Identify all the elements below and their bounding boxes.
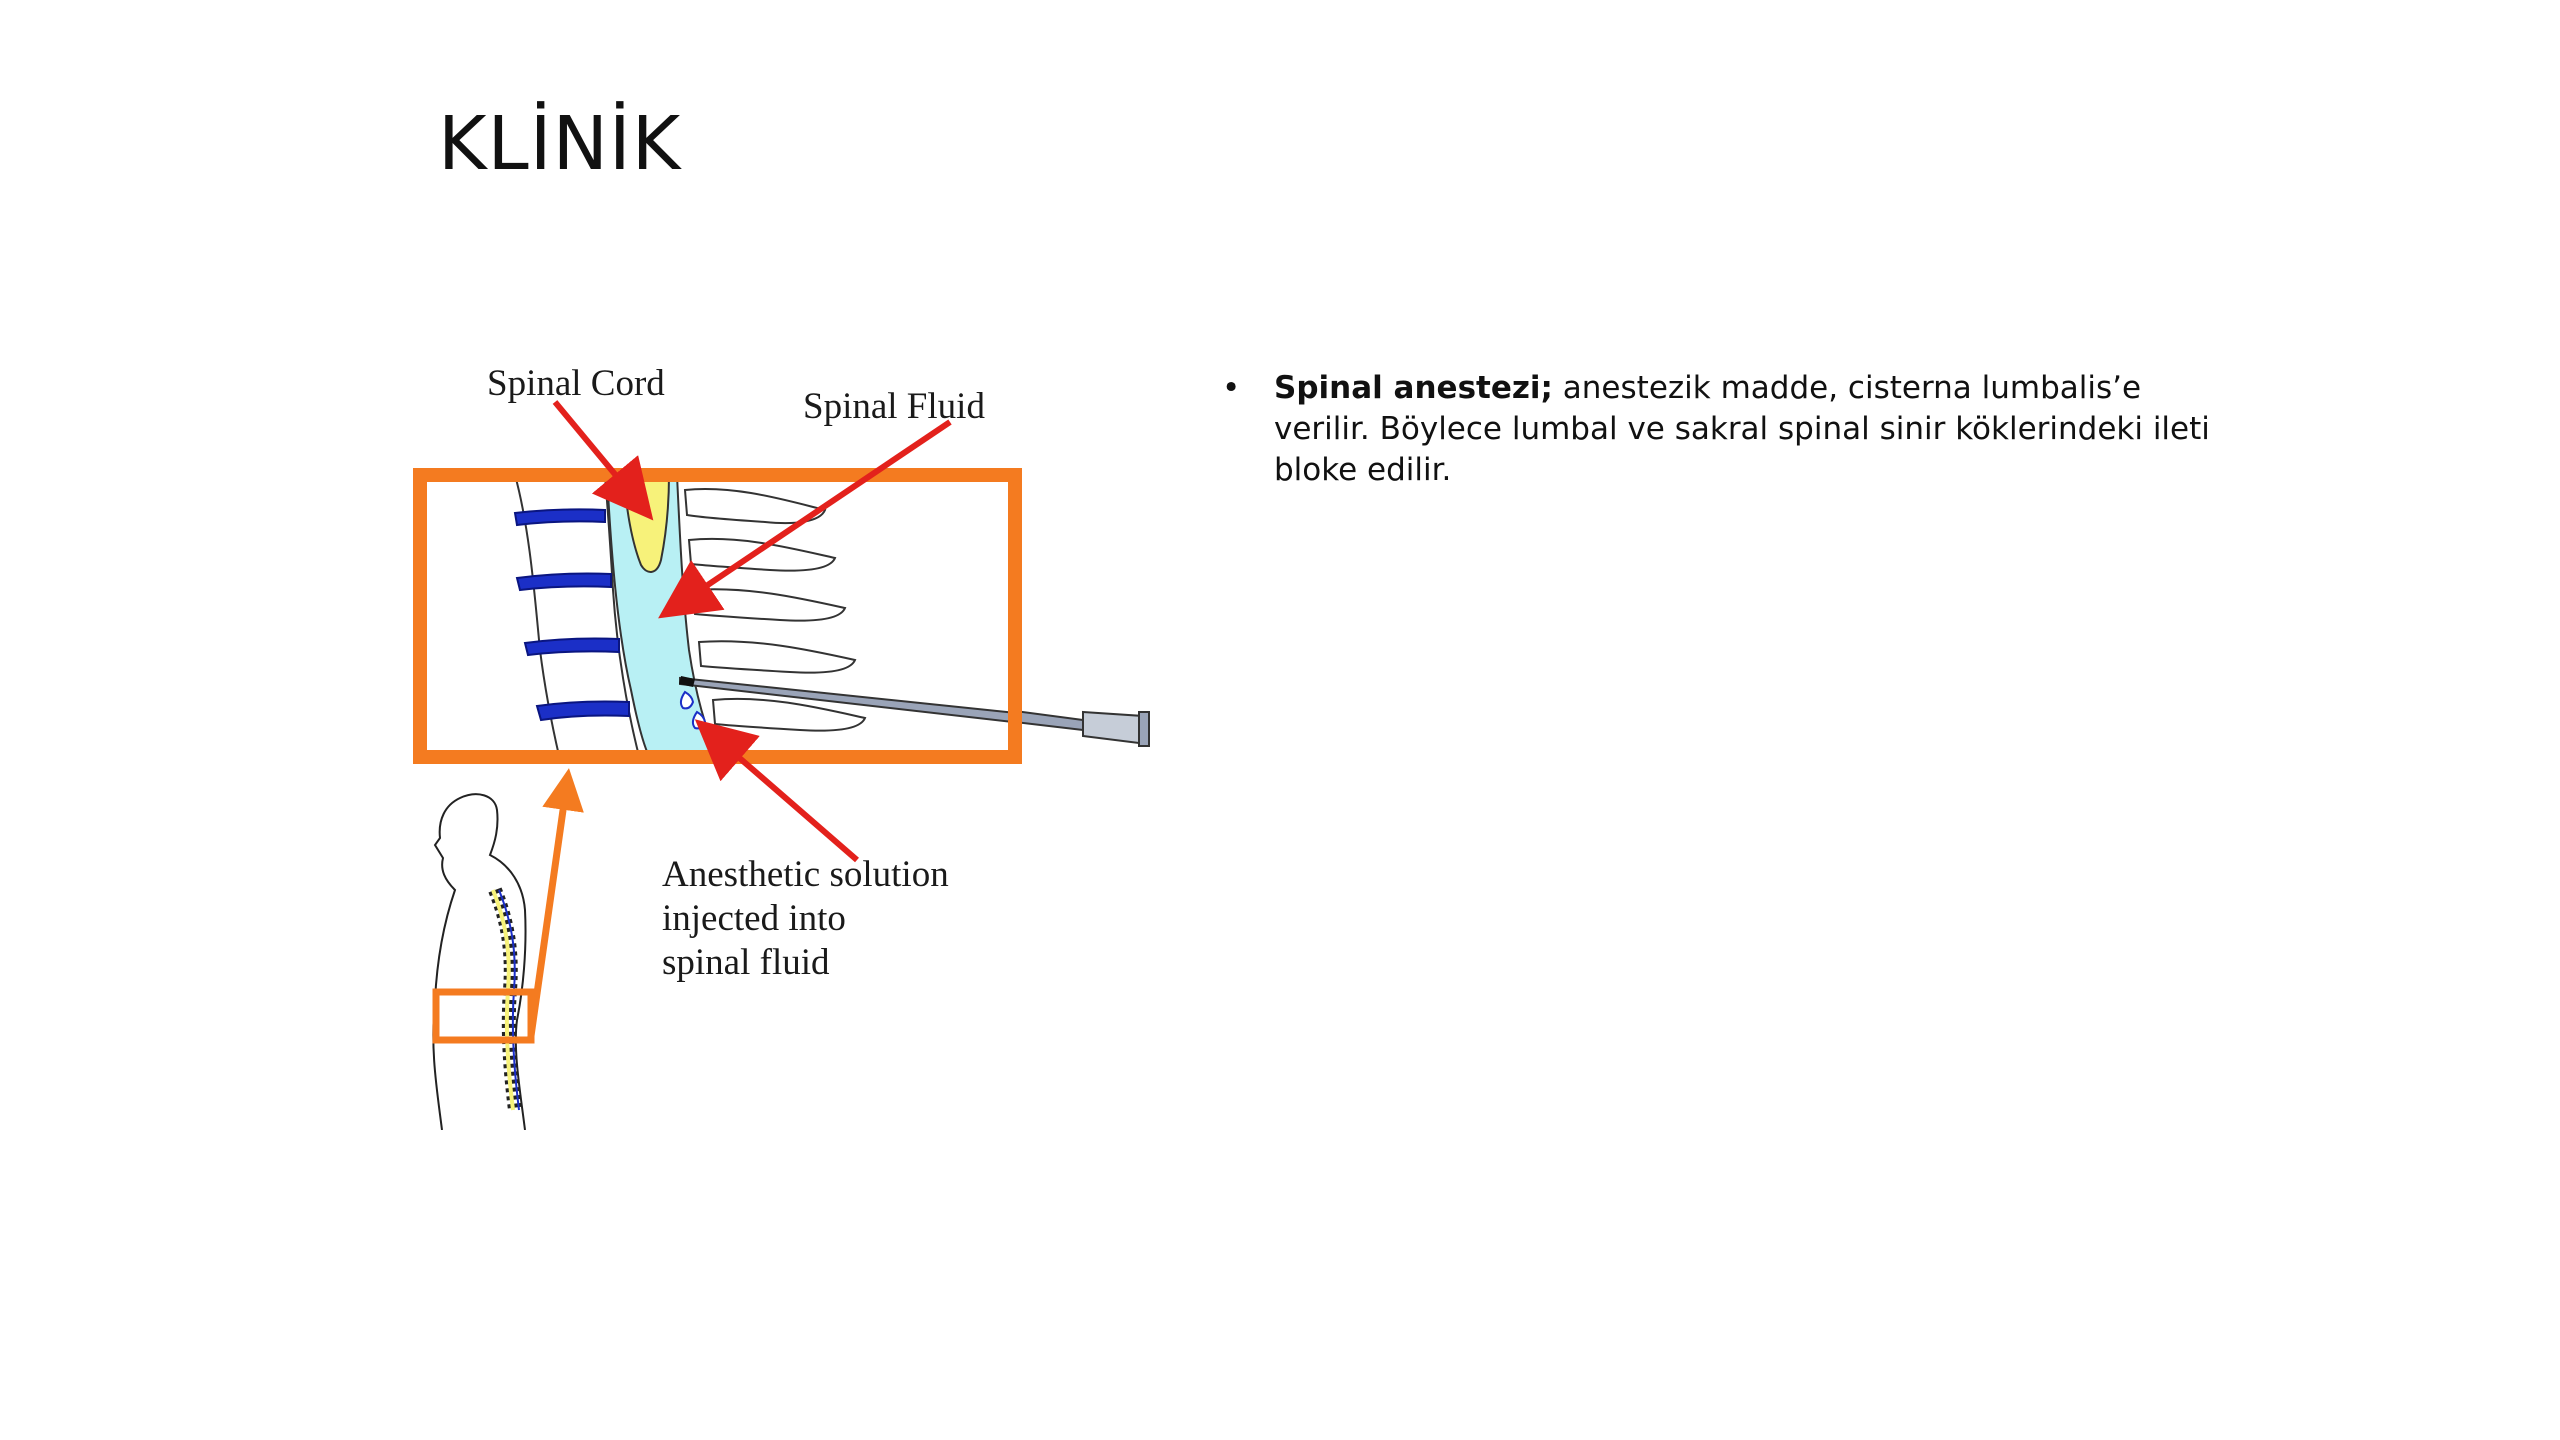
bullet-text: Spinal anestezi; anestezik madde, cister… <box>1274 368 2222 491</box>
needle <box>679 676 1015 724</box>
slide-title: KLİNİK <box>438 101 682 187</box>
intervertebral-disc <box>513 508 606 527</box>
label-anesthetic-line2: injected into <box>662 898 846 939</box>
intervertebral-disc <box>515 572 612 592</box>
intervertebral-disc <box>523 637 620 657</box>
small-frame <box>432 988 535 1044</box>
arrow-spinal-cord <box>552 400 654 521</box>
arrow-anesthetic <box>694 719 859 863</box>
arrow-spinal-fluid <box>658 419 952 619</box>
arrow-zoom <box>526 768 584 1044</box>
spinous-process <box>683 488 827 525</box>
vertebral-column <box>513 475 641 757</box>
label-anesthetic-line1: Anesthetic solution <box>662 854 949 895</box>
bullet-item: • Spinal anestezi; anestezik madde, cist… <box>1222 368 2222 491</box>
bullet-bold-term: Spinal anestezi; <box>1274 370 1553 406</box>
label-spinal-fluid: Spinal Fluid <box>803 386 985 427</box>
intervertebral-disc <box>535 700 630 722</box>
label-anesthetic-line3: spinal fluid <box>662 942 830 983</box>
bullet-dot-icon: • <box>1222 370 1241 406</box>
spinous-process <box>691 588 847 622</box>
bullet-body: anestezik madde, cisterna lumbalis’e ver… <box>1274 370 2210 488</box>
human-silhouette <box>432 793 535 1130</box>
anesthetic-droplet <box>679 690 695 710</box>
spinal-anesthesia-diagram: Spinal Cord Spinal Fluid Anesthetic solu… <box>413 363 1150 1130</box>
needle-hub <box>1014 709 1150 747</box>
spinous-process <box>687 537 837 572</box>
label-spinal-cord: Spinal Cord <box>487 363 665 404</box>
spinous-process <box>697 640 857 674</box>
spine-closeup <box>420 475 1015 757</box>
